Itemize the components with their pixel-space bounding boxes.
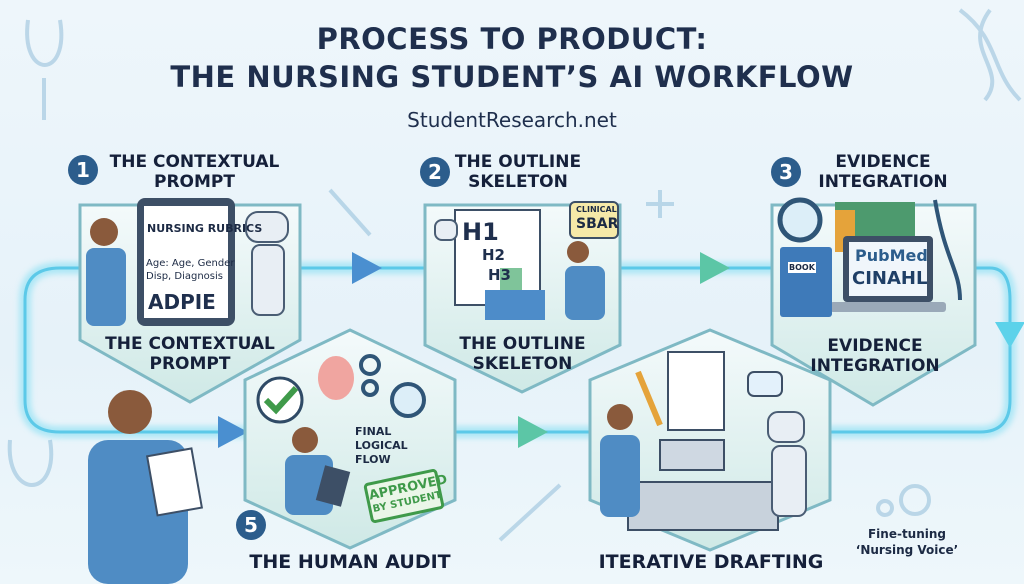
rubric-label: NURSING RUBRICS	[147, 222, 263, 235]
dna-icon	[958, 8, 1022, 102]
step-1-label: THE CONTEXTUAL PROMPT	[105, 334, 275, 374]
title-line-1: PROCESS TO PRODUCT:	[316, 22, 708, 56]
keyboard-icon	[659, 439, 725, 471]
flow-arrow	[218, 416, 248, 448]
nurse-icon	[108, 390, 152, 434]
paper-icon	[145, 447, 204, 517]
outline-h3: H3	[488, 266, 511, 284]
fine-tuning-note: Fine-tuning ‘Nursing Voice’	[855, 527, 959, 557]
step-2-badge: 2	[420, 157, 450, 187]
desk	[627, 481, 779, 531]
flow-arrow	[700, 252, 730, 284]
step-3-label: EVIDENCE INTEGRATION	[810, 336, 940, 376]
magnifier-icon	[390, 382, 426, 418]
gear-icon	[899, 484, 931, 516]
clipboard-icon	[315, 465, 351, 507]
gear-icon	[361, 379, 379, 397]
bubble-top: CLINICAL	[576, 205, 617, 214]
adpie-label: ADPIE	[148, 290, 216, 314]
step-3-heading: EVIDENCE INTEGRATION	[818, 152, 948, 192]
pubmed-label: PubMed	[855, 246, 928, 265]
robot-icon	[245, 211, 289, 243]
step-2-heading: THE OUTLINE SKELETON	[454, 152, 582, 192]
outline-h1: H1	[462, 218, 499, 246]
speech-bubble	[569, 201, 619, 239]
step-2-label: THE OUTLINE SKELETON	[459, 334, 586, 374]
step-5-badge: 5	[236, 510, 266, 540]
step-3-badge: 3	[771, 157, 801, 187]
stethoscope-icon	[933, 199, 962, 301]
site-name: StudentResearch.net	[407, 108, 617, 132]
book-icon	[780, 247, 832, 317]
gear-icon	[876, 499, 894, 517]
brain-icon	[318, 356, 354, 400]
cinahl-label: CINAHL	[852, 268, 928, 289]
blocks-icon	[485, 290, 545, 320]
robot-icon	[767, 411, 805, 443]
step-1-badge: 1	[68, 155, 98, 185]
outline-document-icon	[454, 209, 541, 306]
step-1-heading: THE CONTEXTUAL PROMPT	[109, 152, 280, 192]
plus-icon	[646, 190, 674, 218]
nurse-icon	[90, 218, 118, 246]
syringe-icon	[498, 483, 562, 542]
bubble-sbar: SBAR	[576, 216, 619, 232]
approved-stamp	[363, 468, 445, 524]
book-label: BOOK	[788, 262, 816, 273]
step-4-label: ITERATIVE DRAFTING	[598, 551, 824, 573]
syringe-icon	[328, 188, 372, 237]
pencil-icon	[635, 370, 663, 427]
chat-bubble-icon	[747, 371, 783, 397]
stethoscope-icon	[25, 19, 64, 120]
stethoscope-icon	[7, 439, 54, 487]
flow-arrow	[518, 416, 548, 448]
nurse-icon	[567, 241, 589, 263]
nurse-icon	[607, 404, 633, 430]
magnifier-icon	[777, 197, 823, 243]
title-line-2: THE NURSING STUDENT’S AI WORKFLOW	[170, 60, 854, 94]
flow-arrow	[995, 322, 1024, 348]
nurse-icon	[292, 427, 318, 453]
final-logical-flow: FINAL LOGICAL FLOW	[355, 425, 408, 466]
flow-arrow	[352, 252, 382, 284]
step-5-label: THE HUMAN AUDIT	[249, 551, 451, 573]
fields-line: Age: Age, Gender	[146, 258, 235, 269]
robot-icon	[434, 219, 458, 241]
checkmark-icon	[256, 376, 304, 424]
fields-line-2: Disp, Diagnosis	[146, 271, 224, 282]
gear-icon	[359, 354, 381, 376]
checklist-document-icon	[667, 351, 725, 431]
outline-h2: H2	[482, 246, 505, 264]
